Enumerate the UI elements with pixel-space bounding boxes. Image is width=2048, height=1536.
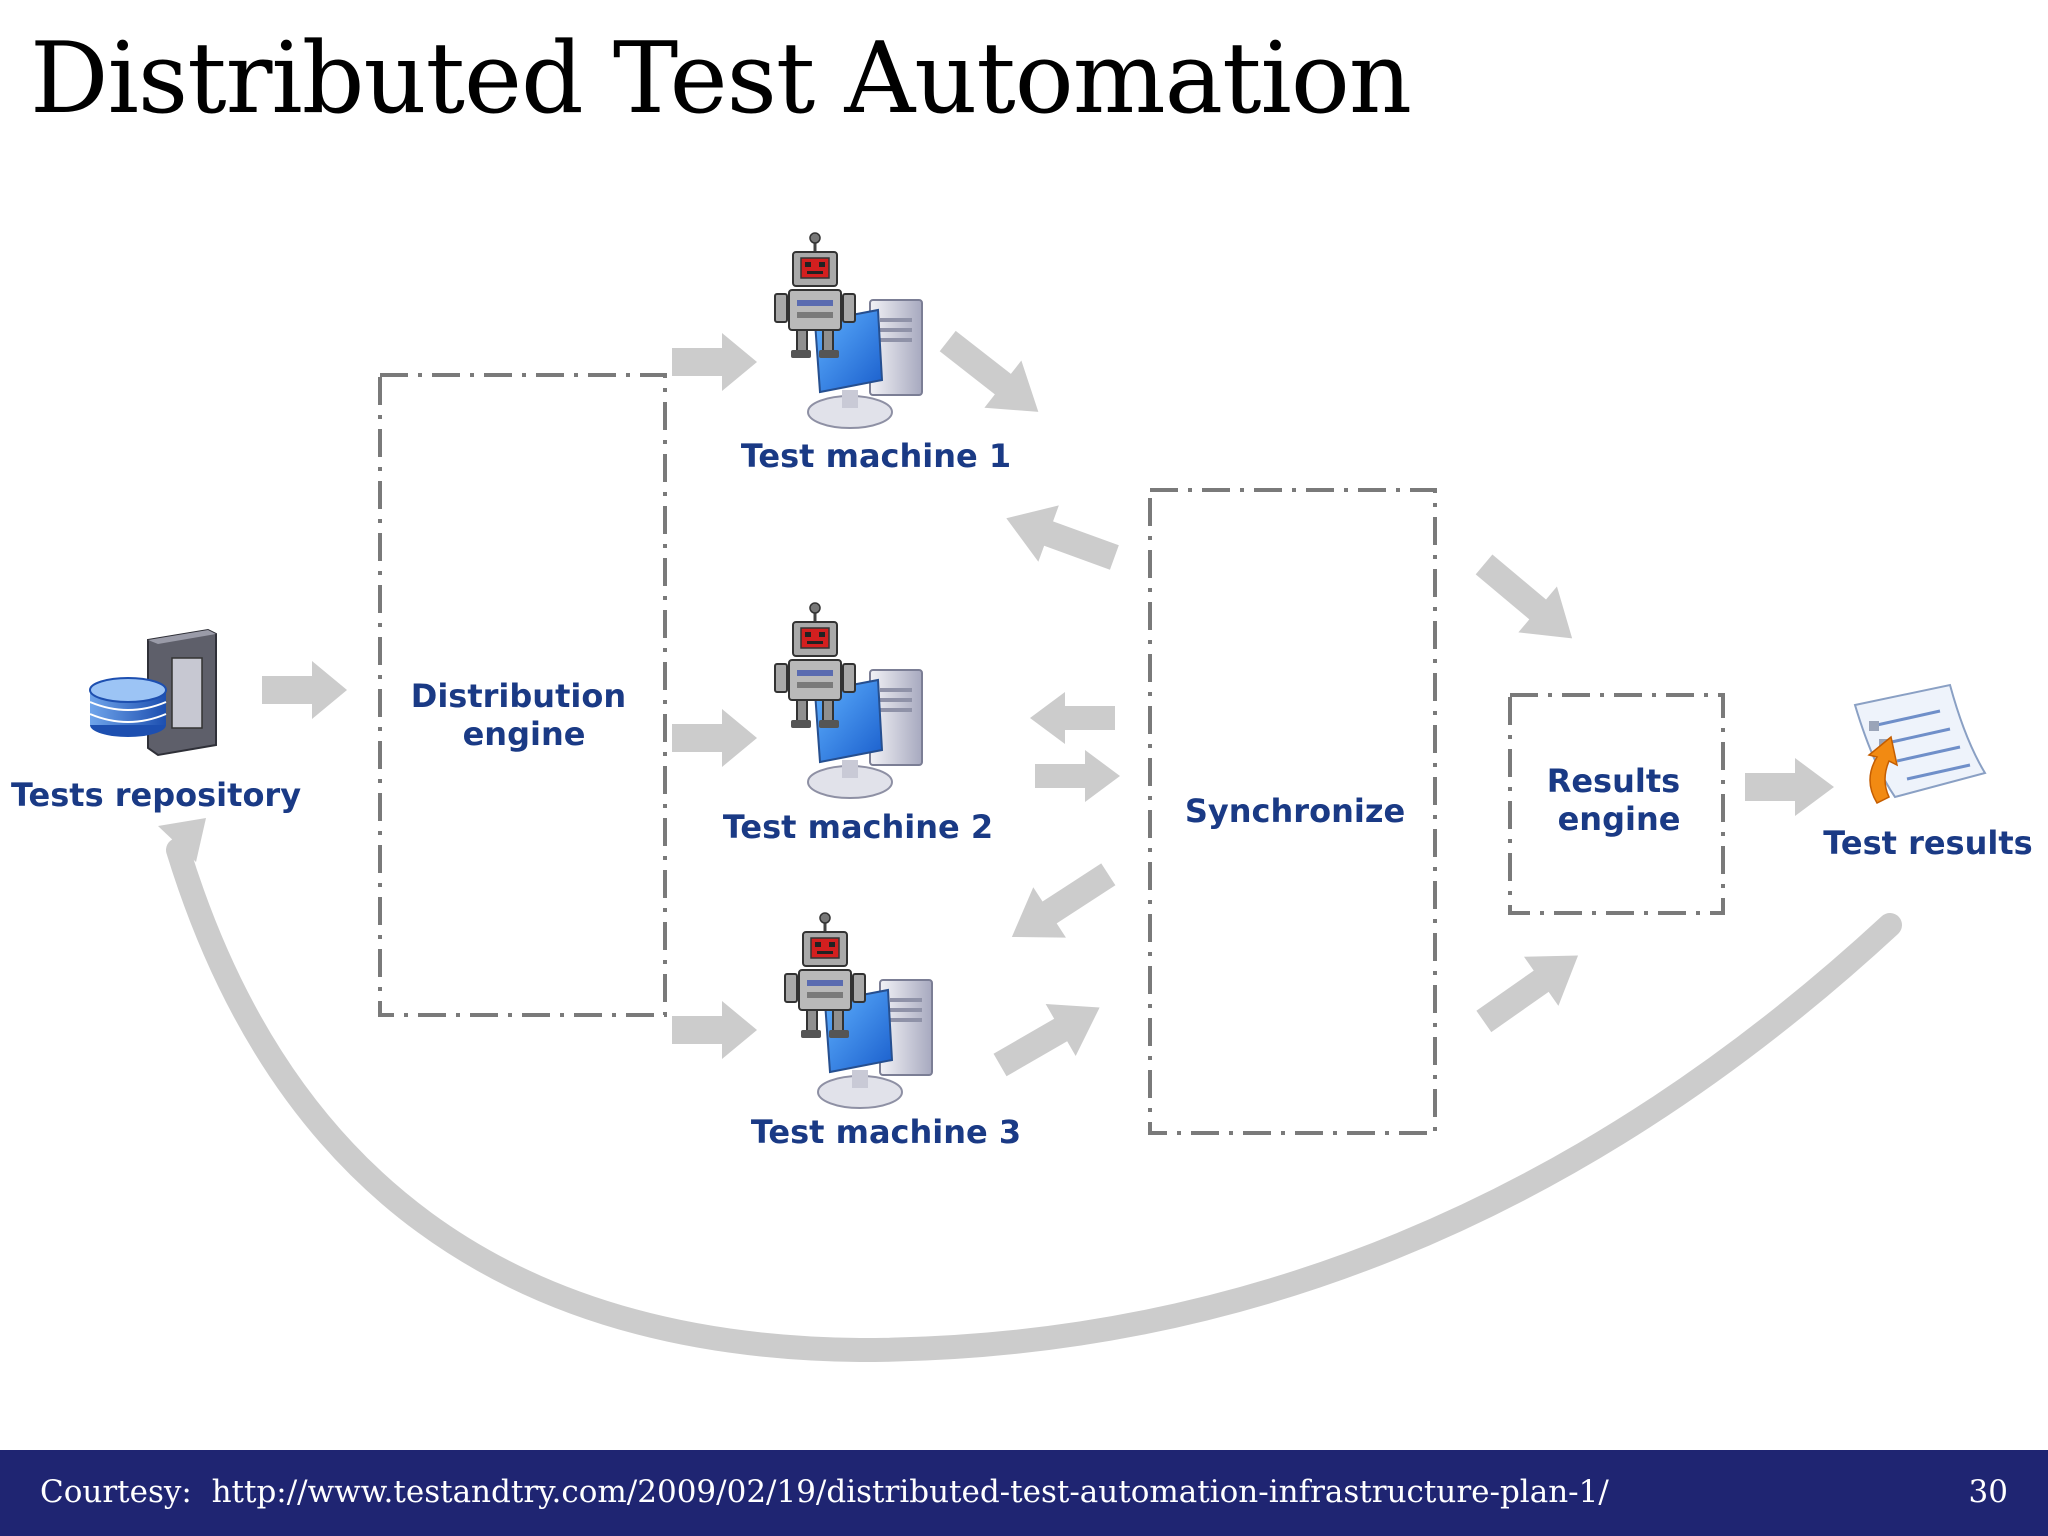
robot-computer-icon-1 (773, 231, 924, 430)
database-server-icon (89, 628, 217, 757)
document-results-icon (1853, 683, 1987, 804)
courtesy-line: Courtesy: http://www.testandtry.com/2009… (40, 1474, 1609, 1510)
edge-to-results-engine-lower (1476, 955, 1579, 1033)
edge-synchronize-to-machine-3 (1011, 863, 1116, 938)
edge-distribution-to-machine-3 (672, 1001, 757, 1059)
flow-arrows (262, 330, 1834, 1077)
arrow-head-return (158, 818, 206, 862)
synchronize-box (1148, 488, 1437, 1135)
results-engine-box (1508, 693, 1725, 915)
edge-synchronize-to-results-engine (1475, 554, 1573, 639)
tests-repository-label: Tests repository (11, 776, 301, 814)
edge-synchronize-to-machine-1 (1006, 505, 1119, 570)
test-machine-3-label: Test machine 3 (751, 1113, 1021, 1151)
slide-title: Distributed Test Automation (30, 22, 1412, 136)
results-engine-label: Results engine (1547, 762, 1692, 838)
test-results-label: Test results (1823, 824, 2032, 862)
robot-computer-icon-2 (773, 601, 924, 800)
page-number: 30 (1968, 1474, 2008, 1510)
synchronize-label: Synchronize (1185, 792, 1405, 830)
edge-test-results-to-tests-repository (166, 838, 1902, 1363)
edge-machine-2-to-synchronize (1035, 750, 1120, 802)
slide-footer: Courtesy: http://www.testandtry.com/2009… (0, 1450, 2048, 1536)
courtesy-label: Courtesy: (40, 1474, 192, 1510)
edge-distribution-to-machine-1 (672, 333, 757, 391)
edge-machine-1-to-synchronize (939, 330, 1039, 412)
edge-synchronize-to-machine-2 (1030, 692, 1115, 744)
edge-machine-3-to-synchronize (993, 1004, 1100, 1077)
distribution-engine-label: Distribution engine (411, 677, 637, 753)
edge-repo-to-distribution (262, 661, 347, 719)
test-machine-1-label: Test machine 1 (741, 437, 1011, 475)
test-machine-2-label: Test machine 2 (723, 808, 993, 846)
robot-computer-icon-3 (783, 911, 934, 1110)
distribution-engine-box (378, 373, 667, 1017)
edge-distribution-to-machine-2 (672, 709, 757, 767)
courtesy-url: http://www.testandtry.com/2009/02/19/dis… (211, 1474, 1609, 1510)
test-automation-diagram: Tests repository Distribution engine Tes… (11, 231, 2033, 1363)
edge-results-engine-to-test-results (1745, 758, 1834, 816)
